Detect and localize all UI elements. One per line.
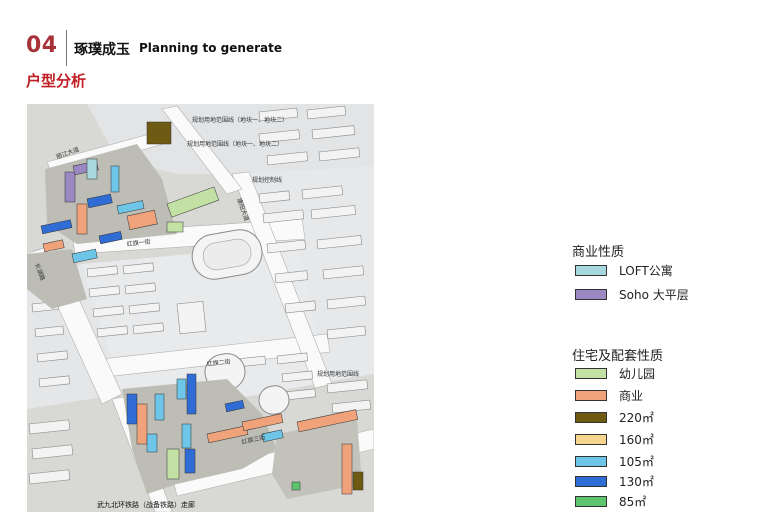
- unit-type-blocks: [40, 121, 364, 495]
- map-label-inner-street-1: 红旗一街: [126, 238, 151, 248]
- section-number: 04: [26, 33, 58, 58]
- legend-group-residential-title: 住宅及配套性质: [572, 349, 664, 364]
- legend-swatch: [575, 289, 607, 300]
- legend-swatch: [575, 368, 607, 379]
- context-buildings: [28, 105, 372, 485]
- legend-label: 商业: [619, 389, 644, 403]
- legend-label: 220㎡: [619, 411, 654, 425]
- legend-label: LOFT公寓: [619, 264, 673, 278]
- section-title-en: Planning to generate: [139, 41, 282, 55]
- map-label-plan-note-2: 规划用地范围线（地块一、地块二）: [187, 140, 283, 148]
- map-label-plan-note-1: 规划用地范围线（地块一、地块二）: [192, 116, 288, 124]
- legend-swatch: [575, 476, 607, 487]
- map-label-south-corridor: 武九北环铁路（战备铁路）走廊: [97, 500, 195, 509]
- legend-label: 105㎡: [619, 455, 654, 469]
- legend-swatch: [575, 390, 607, 401]
- legend-swatch: [575, 456, 607, 467]
- legend-group-commercial-title: 商业性质: [572, 245, 625, 260]
- legend-label: 85㎡: [619, 495, 647, 509]
- map-label-plan-note-3: 规划控制线: [252, 176, 282, 184]
- legend-swatch: [575, 412, 607, 423]
- map-label-plan-note-4: 规划用地范围线: [317, 370, 359, 378]
- site-plan-map: 丽江大道 规划用地范围线（地块一、地块二） 规划用地范围线（地块一、地块二） 规…: [27, 104, 374, 512]
- sports-fields: [191, 229, 290, 415]
- legend-swatch: [575, 496, 607, 507]
- legend-label: Soho 大平层: [619, 288, 689, 302]
- map-labels: 丽江大道 规划用地范围线（地块一、地块二） 规划用地范围线（地块一、地块二） 规…: [33, 116, 359, 509]
- legend-swatch: [575, 265, 607, 276]
- legend-label: 160㎡: [619, 433, 654, 447]
- legend-label: 130㎡: [619, 475, 654, 489]
- site-plan-drawing: 丽江大道 规划用地范围线（地块一、地块二） 规划用地范围线（地块一、地块二） 规…: [27, 104, 374, 512]
- legend-label: 幼儿园: [619, 367, 656, 381]
- header-divider: [66, 30, 67, 66]
- map-label-inner-street-2: 红旗二街: [206, 358, 231, 368]
- page-subtitle: 户型分析: [26, 72, 87, 90]
- section-title-cn: 琢璞成玉: [74, 42, 130, 58]
- legend-swatch: [575, 434, 607, 445]
